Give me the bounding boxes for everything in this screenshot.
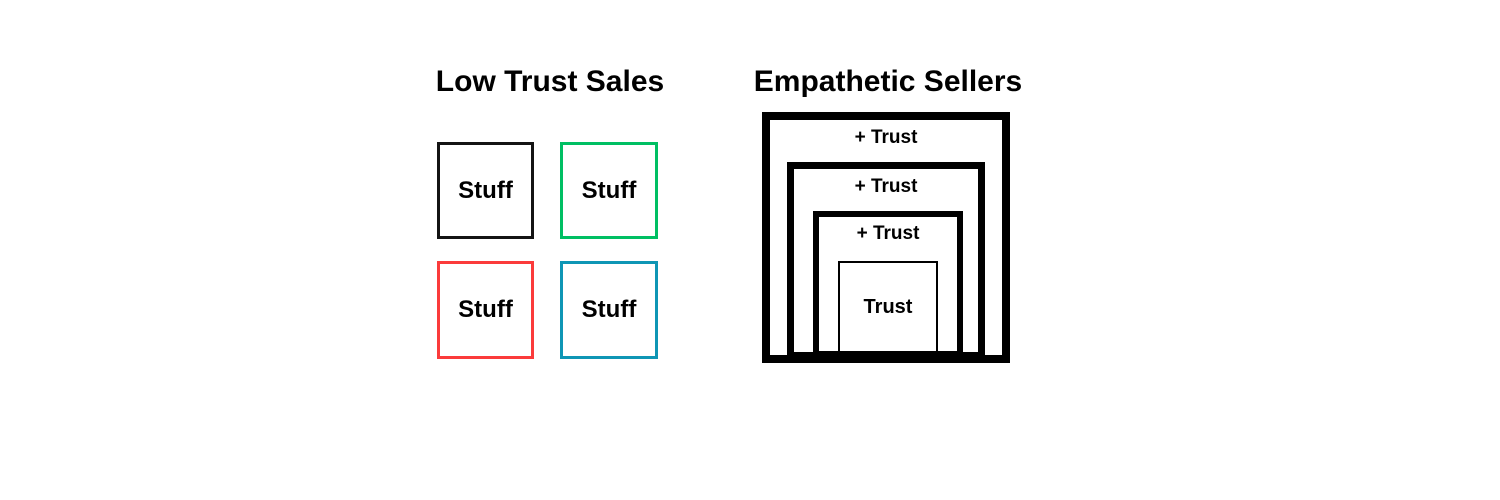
stuff-box-blue: Stuff <box>560 261 658 359</box>
trust-box-level-1: + Trust <box>762 112 1010 363</box>
trust-box-level-3: + Trust <box>813 211 963 357</box>
trust-box-level-2-label: + Trust <box>854 176 918 197</box>
stuff-box-red: Stuff <box>437 261 534 359</box>
stuff-box-black-label: Stuff <box>458 176 513 204</box>
stuff-box-green: Stuff <box>560 142 658 239</box>
stuff-box-black: Stuff <box>437 142 534 239</box>
trust-box-innermost-label: Trust <box>863 296 913 318</box>
trust-box-level-1-label: + Trust <box>854 127 918 148</box>
left-panel-title: Low Trust Sales <box>435 65 665 98</box>
right-panel-title: Empathetic Sellers <box>753 65 1023 98</box>
trust-box-level-3-label: + Trust <box>856 223 920 244</box>
stuff-box-red-label: Stuff <box>458 296 513 323</box>
stuff-box-blue-label: Stuff <box>581 296 637 323</box>
trust-box-innermost: Trust <box>838 261 938 354</box>
stuff-box-green-label: Stuff <box>581 176 637 204</box>
